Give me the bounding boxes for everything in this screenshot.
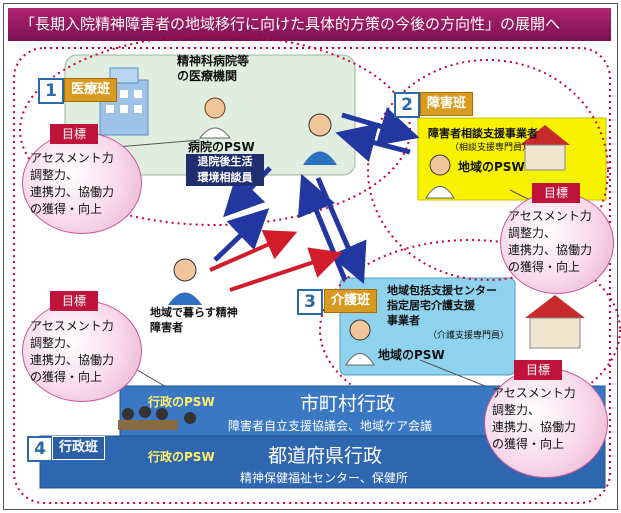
care-dotted-ring <box>319 239 621 421</box>
team-number-care: 3 <box>297 289 323 315</box>
care-provider-label: 地域包括支援センター指定居宅介護支援事業者 <box>387 284 497 327</box>
outer-dotted-frame <box>13 47 611 504</box>
municipal-subtitle: 障害者自立支援協議会、地域ケア会議 <box>228 419 433 433</box>
team-label-disability: 障害班 <box>420 92 474 116</box>
arrow-red <box>209 229 298 272</box>
goal-tag-care: 目標 <box>514 360 562 380</box>
goal-bubble-medical <box>22 132 142 234</box>
arrow-red <box>229 247 343 292</box>
disability-dotted-ring <box>367 59 609 281</box>
meeting-illustration-icon <box>118 406 196 430</box>
house-icon <box>525 295 585 349</box>
arrow-blue <box>335 123 411 162</box>
disability-psw-person-icon <box>425 154 455 199</box>
arrow-blue <box>213 208 270 262</box>
discharge-counselor-box: 退院後生活環境相談員 <box>186 154 264 186</box>
prefecture-subtitle: 精神保健福祉センター、保健所 <box>240 471 408 485</box>
disability-provider-label: 障害者相談支援事業者 <box>428 127 538 140</box>
team-number-medical: 1 <box>38 78 64 104</box>
medical-facility-label: 精神科病院等の医療機関 <box>177 54 250 83</box>
community-person-label: 地域で暮らす精神障害者 <box>150 306 238 334</box>
team-label-care: 介護班 <box>324 289 378 313</box>
municipal-psw-label: 行政のPSW <box>148 395 215 409</box>
team-label-admin: 行政班 <box>52 436 106 460</box>
goal-tag-disability: 目標 <box>532 183 580 203</box>
prefecture-title: 都道府県行政 <box>268 445 383 467</box>
care-region <box>339 277 516 376</box>
diagram-title: 「長期入院精神障害者の地域移行に向けた具体的方策の今後の方向性」の展開へ <box>8 8 611 41</box>
hospital-psw-person-icon <box>198 97 232 139</box>
care-local-psw-label: 地域のPSW <box>378 348 445 362</box>
hospital-psw-label: 病院のPSW <box>188 140 255 154</box>
care-provider-note: （介護支援専門員） <box>428 331 510 341</box>
disability-local-psw-label: 地域のPSW <box>458 160 525 174</box>
goal-text-disability: アセスメント力調整力、連携力、協働力の獲得・向上 <box>508 209 593 274</box>
care-psw-person-icon <box>345 319 375 366</box>
house-icon <box>520 125 570 171</box>
goal-text-community: アセスメント力調整力、連携力、協働力の獲得・向上 <box>30 319 115 384</box>
coordinator-person-icon <box>303 113 337 165</box>
goal-text-care: アセスメント力調整力、連携力、協働力の獲得・向上 <box>492 386 577 451</box>
community-person-icon <box>168 258 202 305</box>
municipal-title: 市町村行政 <box>300 393 396 415</box>
goal-tag-community: 目標 <box>50 291 98 311</box>
goal-text-medical: アセスメント力調整力、連携力、協働力の獲得・向上 <box>30 151 115 216</box>
goal-bubble-care <box>484 368 608 478</box>
disability-provider-note: （相談支援専門員） <box>450 143 532 153</box>
prefecture-psw-label: 行政のPSW <box>148 450 215 464</box>
goal-bubble-disability <box>500 192 614 294</box>
team-number-admin: 4 <box>27 436 53 462</box>
team-label-medical: 医療班 <box>64 78 118 102</box>
team-number-disability: 2 <box>394 92 420 118</box>
goal-tag-medical: 目標 <box>50 124 98 144</box>
